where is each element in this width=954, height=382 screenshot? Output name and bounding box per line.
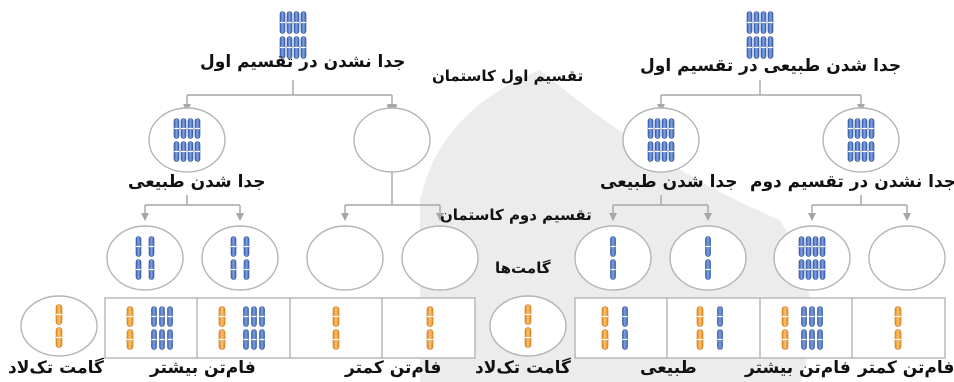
cell-level2-3 [306, 225, 384, 291]
cell-level2-8 [868, 225, 946, 291]
label-bottom-normal: طبیعی [640, 358, 697, 378]
label-right-top: جدا شدن طبیعی در تقسیم اول [640, 56, 902, 76]
label-bottom-more-1: فام‌تن بیشتر [150, 358, 256, 378]
cell-level1-left-b [353, 107, 431, 173]
label-bottom-mid-haploid: گامت تک‌لاد [475, 358, 571, 378]
arrow-second-2 [344, 160, 441, 220]
label-right-normal: جدا شدن طبیعی [600, 172, 738, 192]
cell-level2-2 [201, 225, 279, 291]
label-bottom-less-1: فام‌تن کمتر [345, 358, 442, 378]
cell-level1-left-a [148, 107, 226, 173]
label-bottom-left-haploid: گامت تک‌لاد [8, 358, 104, 378]
arrow-second-3 [612, 195, 709, 220]
haploid-gamete-left [20, 295, 98, 357]
haploid-gamete-mid [489, 295, 567, 357]
label-bottom-more-2: فام‌تن بیشتر [745, 358, 851, 378]
cell-level2-5 [574, 225, 652, 291]
label-left-normal: جدا شدن طبیعی [128, 172, 266, 192]
label-meiosis-two: تقسیم دوم کاستمان [440, 206, 592, 224]
label-bottom-less-2: فام‌تن کمتر [858, 358, 954, 378]
arrow-top-left [186, 80, 392, 110]
label-right-nondisjunction: جدا نشدن در تقسیم دوم [750, 172, 954, 192]
cell-level2-4 [401, 225, 479, 291]
label-gametes: گامت‌ها [495, 259, 551, 277]
cell-level1-right-b [822, 107, 900, 173]
cell-level2-7 [773, 225, 851, 291]
arrow-second-1 [144, 195, 241, 220]
cell-level2-6 [669, 225, 747, 291]
label-meiosis-one: تقسیم اول کاستمان [432, 67, 584, 85]
arrow-top-right [660, 80, 862, 110]
label-left-top: جدا نشدن در تقسیم اول [200, 52, 406, 72]
cell-level1-right-a [622, 107, 700, 173]
cell-level2-1 [106, 225, 184, 291]
arrow-second-4 [811, 195, 908, 220]
